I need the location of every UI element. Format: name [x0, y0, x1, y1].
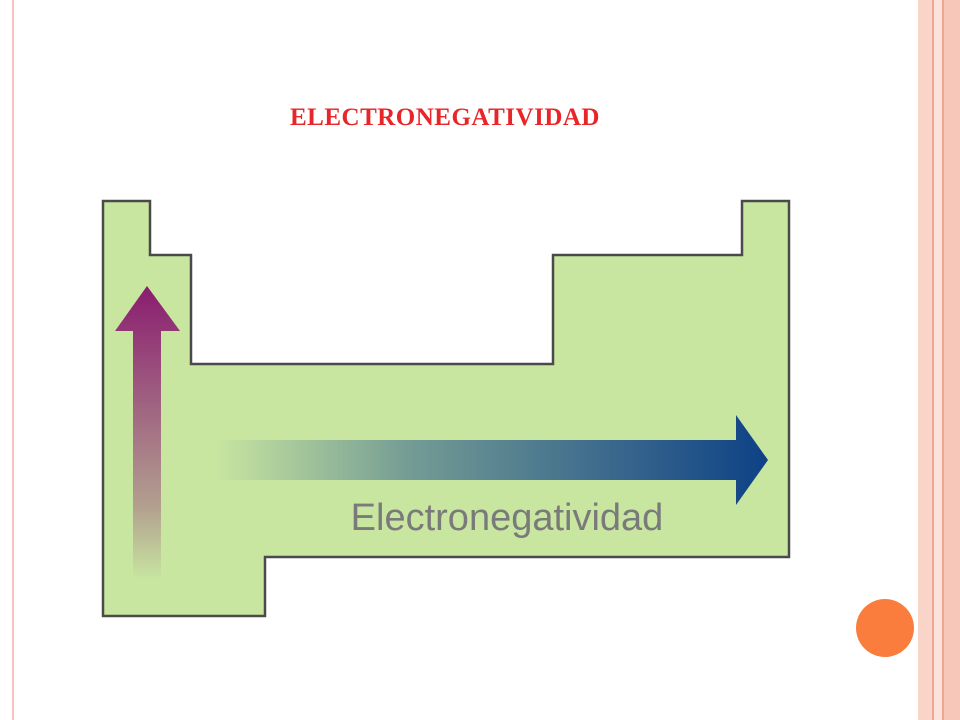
slide-left-border — [0, 0, 14, 720]
arrow-label: Electronegatividad — [351, 497, 664, 539]
periodic-table-shape — [101, 199, 791, 618]
vertical-arrow — [115, 286, 180, 580]
slide-title: ELECTRONEGATIVIDAD — [290, 104, 600, 131]
accent-dot — [856, 599, 914, 657]
slide-right-decoration — [918, 0, 960, 720]
horizontal-arrow — [215, 415, 768, 505]
